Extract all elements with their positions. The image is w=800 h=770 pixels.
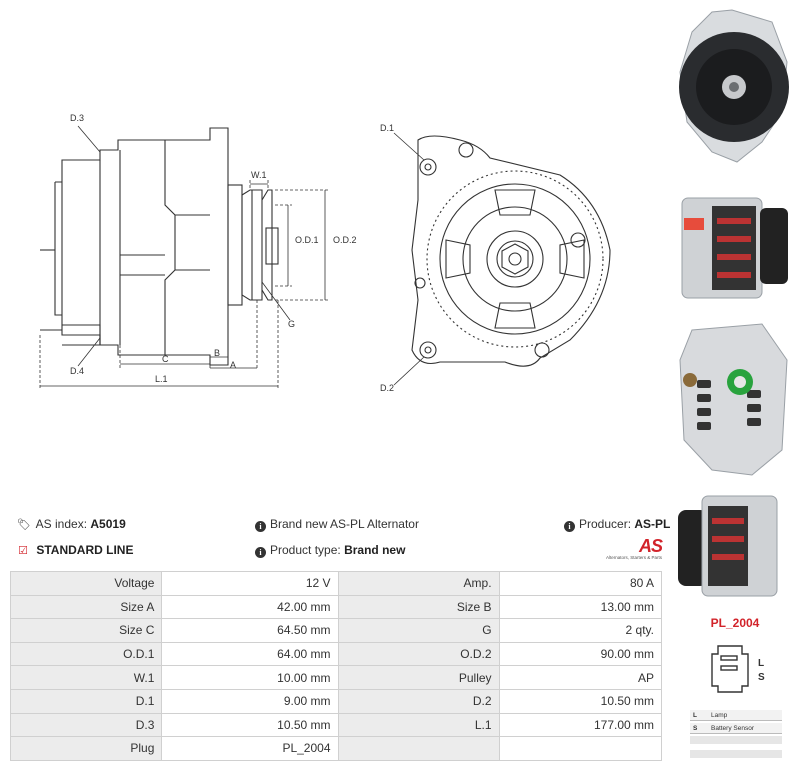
check-square-icon: ☑ [18,545,28,557]
spec-value: 42.00 mm [161,594,339,620]
spec-value: 10.00 mm [161,665,339,690]
legend-row: L Lamp [690,710,782,721]
product-type-value: Brand new [344,543,406,557]
product-type-row: i Product type: Brand new [255,543,405,558]
spec-label: G [337,618,500,643]
logo-tagline: Alternators, Starters & Parts [605,555,662,560]
spec-label: D.3 [9,712,163,738]
plug-diagram: L S [711,645,765,693]
spec-value: 90.00 mm [498,641,663,667]
spec-label: Pulley [337,665,500,690]
label-c: C [162,354,169,364]
spec-value: 177.00 mm [498,712,663,738]
legend-key: S [693,724,698,732]
as-index-label: AS index: [35,517,88,531]
plug-pin-s: S [758,672,765,683]
spec-value: 80 A [498,571,663,596]
legend-row-empty [690,750,782,758]
spec-label: Size B [337,594,500,620]
label-d1: D.1 [380,123,394,133]
label-d4: D.4 [70,366,84,376]
legend-key: L [693,711,697,719]
standard-line-row: ☑ STANDARD LINE [17,543,133,557]
spec-label: Amp. [337,571,500,596]
spec-label: W.1 [9,665,163,690]
label-d2: D.2 [380,383,394,393]
producer-row: i Producer: AS-PL [564,517,670,532]
producer-value: AS-PL [634,517,671,531]
spec-value: 10.50 mm [498,688,663,714]
spec-label: D.2 [337,688,500,714]
label-b: B [214,348,220,358]
as-index-row: 🏷︎ AS index: A5019 [17,517,126,531]
spec-value: 12 V [161,571,339,596]
label-g: G [288,319,295,329]
spec-label: L.1 [337,712,500,738]
photo-rear-view [672,320,797,482]
spec-label: Size C [9,618,163,643]
spec-label: O.D.2 [337,641,500,667]
as-index-value: A5019 [90,517,126,531]
spec-label: O.D.1 [9,641,163,667]
photo-front-view [672,2,797,163]
spec-value [498,736,663,761]
label-l1: L.1 [155,374,168,384]
plug-pin-l: L [758,658,764,669]
product-type-label: Product type: [270,543,341,557]
spec-label: Plug [9,736,163,761]
label-od2: O.D.2 [333,235,357,245]
legend-label: Lamp [711,711,728,719]
plug-legend: L Lamp S Battery Sensor [690,710,782,760]
technical-drawing: D.3 W.1 O.D.1 O.D.2 G B C A D.4 L.1 D.1 … [39,113,611,393]
spec-label: Size A [9,594,163,620]
info-icon: i [255,547,266,558]
logo-mark: AS [638,536,663,556]
label-w1: W.1 [251,170,267,180]
plug-title: PL_2004 [710,616,760,630]
description-text: Brand new AS-PL Alternator [270,517,419,531]
info-icon: i [255,521,266,532]
spec-label: Voltage [9,571,163,596]
legend-label: Battery Sensor [711,724,754,732]
tag-icon: 🏷︎ [17,519,31,531]
spec-value: 9.00 mm [161,688,339,714]
spec-value: 10.50 mm [161,712,339,738]
spec-value: PL_2004 [161,736,339,761]
spec-value: 2 qty. [498,618,663,643]
info-icon: i [564,521,575,532]
label-d3: D.3 [70,113,84,123]
legend-row: S Battery Sensor [690,723,782,734]
spec-label [337,736,500,761]
description-row: i Brand new AS-PL Alternator [255,517,419,532]
standard-line-label: STANDARD LINE [36,543,134,557]
photo-side-view [672,178,797,320]
as-pl-logo: AS Alternators, Starters & Parts [600,536,663,567]
label-od1: O.D.1 [295,235,319,245]
spec-label: D.1 [9,688,163,714]
legend-row-empty [690,736,782,744]
spec-value: 13.00 mm [498,594,663,620]
spec-value: 64.50 mm [161,618,339,643]
label-a: A [230,360,236,370]
spec-value: AP [498,665,663,690]
producer-label: Producer: [579,517,632,531]
photo-pulley-side-view [672,482,797,610]
spec-value: 64.00 mm [161,641,339,667]
